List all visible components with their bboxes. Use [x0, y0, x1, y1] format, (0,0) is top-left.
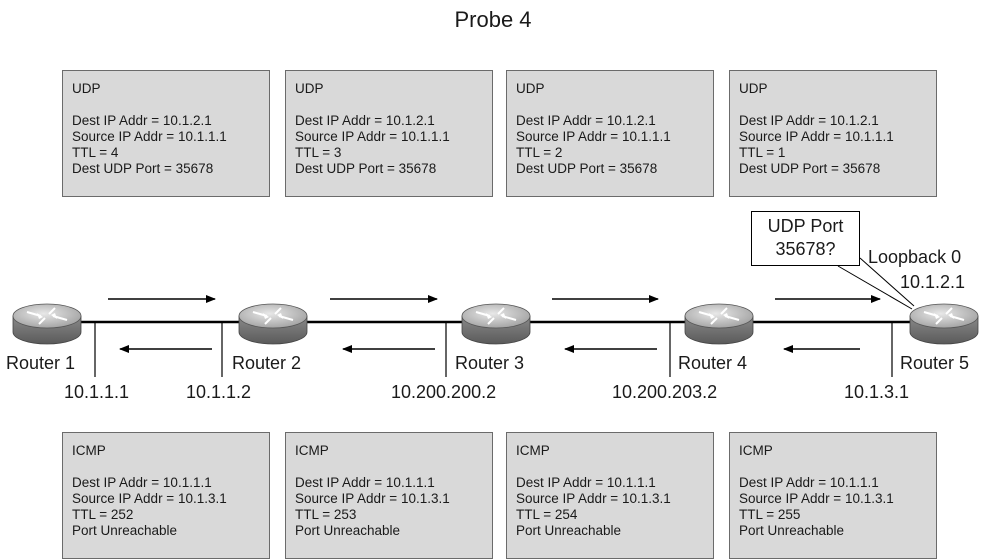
dest-ip: Dest IP Addr = 10.1.1.1 — [295, 475, 435, 490]
ttl: TTL = 1 — [739, 145, 786, 160]
ttl: TTL = 4 — [72, 145, 119, 160]
packet-header: UDP — [72, 81, 101, 96]
callout-line-1: UDP Port — [767, 216, 844, 236]
dest-port: Dest UDP Port = 35678 — [72, 161, 214, 176]
router-icon — [461, 303, 531, 345]
udp-packet-box: UDP Dest IP Addr = 10.1.2.1 Source IP Ad… — [729, 70, 937, 197]
source-ip: Source IP Addr = 10.1.3.1 — [739, 491, 894, 506]
udp-packet-box: UDP Dest IP Addr = 10.1.2.1 Source IP Ad… — [506, 70, 714, 197]
icmp-message: Port Unreachable — [295, 523, 401, 538]
ttl: TTL = 252 — [72, 507, 134, 522]
icmp-packet-box: ICMP Dest IP Addr = 10.1.1.1 Source IP A… — [729, 432, 937, 559]
packet-header: UDP — [516, 81, 545, 96]
icmp-packet-box: ICMP Dest IP Addr = 10.1.1.1 Source IP A… — [506, 432, 714, 559]
packet-header: ICMP — [739, 443, 773, 458]
router-label: Router 1 — [6, 353, 76, 373]
interface-address: 10.1.1.2 — [186, 382, 252, 402]
router-label: Router 3 — [455, 353, 525, 373]
interface-address: 10.200.200.2 — [391, 382, 497, 402]
router-icon — [12, 303, 82, 345]
router-icon — [909, 303, 979, 345]
icmp-packet-box: ICMP Dest IP Addr = 10.1.1.1 Source IP A… — [285, 432, 493, 559]
diagram-title: Probe 4 — [454, 7, 532, 32]
dest-port: Dest UDP Port = 35678 — [739, 161, 881, 176]
loopback-address: 10.1.2.1 — [900, 272, 966, 292]
ttl: TTL = 254 — [516, 507, 578, 522]
router-label: Router 2 — [232, 353, 302, 373]
dest-port: Dest UDP Port = 35678 — [516, 161, 658, 176]
packet-header: ICMP — [72, 443, 106, 458]
dest-ip: Dest IP Addr = 10.1.1.1 — [739, 475, 879, 490]
interface-address: 10.1.1.1 — [64, 382, 130, 402]
callout-pointer — [837, 265, 913, 310]
icmp-message: Port Unreachable — [739, 523, 845, 538]
source-ip: Source IP Addr = 10.1.1.1 — [295, 129, 450, 144]
source-ip: Source IP Addr = 10.1.1.1 — [516, 129, 671, 144]
udp-port-callout: UDP Port 35678? — [751, 211, 860, 266]
packet-header: UDP — [295, 81, 324, 96]
source-ip: Source IP Addr = 10.1.3.1 — [516, 491, 671, 506]
callout-pointer — [859, 257, 915, 307]
dest-ip: Dest IP Addr = 10.1.1.1 — [72, 475, 212, 490]
source-ip: Source IP Addr = 10.1.1.1 — [72, 129, 227, 144]
source-ip: Source IP Addr = 10.1.3.1 — [72, 491, 227, 506]
ttl: TTL = 253 — [295, 507, 357, 522]
icmp-message: Port Unreachable — [516, 523, 622, 538]
packet-header: ICMP — [295, 443, 329, 458]
dest-ip: Dest IP Addr = 10.1.2.1 — [516, 113, 656, 128]
dest-ip: Dest IP Addr = 10.1.1.1 — [516, 475, 656, 490]
dest-ip: Dest IP Addr = 10.1.2.1 — [739, 113, 879, 128]
loopback-name: Loopback 0 — [868, 247, 962, 267]
dest-port: Dest UDP Port = 35678 — [295, 161, 437, 176]
source-ip: Source IP Addr = 10.1.3.1 — [295, 491, 450, 506]
source-ip: Source IP Addr = 10.1.1.1 — [739, 129, 894, 144]
packet-header: UDP — [739, 81, 768, 96]
router-icon — [238, 303, 308, 345]
ttl: TTL = 255 — [739, 507, 801, 522]
dest-ip: Dest IP Addr = 10.1.2.1 — [72, 113, 212, 128]
interface-address: 10.200.203.2 — [612, 382, 718, 402]
icmp-packet-box: ICMP Dest IP Addr = 10.1.1.1 Source IP A… — [62, 432, 270, 559]
interface-address: 10.1.3.1 — [844, 382, 910, 402]
router-label: Router 5 — [900, 353, 970, 373]
udp-packet-box: UDP Dest IP Addr = 10.1.2.1 Source IP Ad… — [62, 70, 270, 197]
ttl: TTL = 2 — [516, 145, 563, 160]
icmp-message: Port Unreachable — [72, 523, 178, 538]
dest-ip: Dest IP Addr = 10.1.2.1 — [295, 113, 435, 128]
router-icon — [684, 303, 754, 345]
router-label: Router 4 — [678, 353, 748, 373]
packet-header: ICMP — [516, 443, 550, 458]
udp-packet-box: UDP Dest IP Addr = 10.1.2.1 Source IP Ad… — [285, 70, 493, 197]
callout-line-2: 35678? — [775, 239, 836, 259]
ttl: TTL = 3 — [295, 145, 342, 160]
